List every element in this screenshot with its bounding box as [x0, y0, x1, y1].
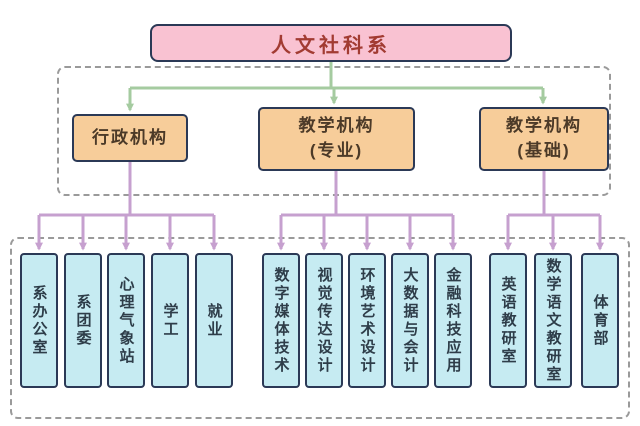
leaf-node: 学工 [151, 253, 189, 388]
leaf-label: 大数据与会计 [401, 266, 419, 375]
leaf-node: 英语教研室 [489, 253, 527, 388]
leaf-label: 系团委 [74, 293, 92, 348]
branch-label-line: 教学机构 [298, 116, 375, 136]
leaf-node: 体育部 [581, 253, 619, 388]
branch-label-line: 教学机构 [506, 116, 582, 136]
leaf-node: 系团委 [64, 253, 102, 388]
branch-node-teaching-basic: 教学机构 (基础) [479, 107, 609, 171]
leaf-node: 数学语文教研室 [534, 253, 572, 388]
branch-node-teaching-major: 教学机构 (专业) [258, 107, 415, 171]
leaf-label: 心理气象站 [117, 275, 135, 366]
root-label: 人文社科系 [271, 34, 391, 57]
leaf-label: 数学语文教研室 [544, 257, 562, 384]
leaf-label: 环境艺术设计 [358, 266, 376, 375]
leaf-node: 金融科技应用 [434, 253, 472, 388]
leaf-label: 数字媒体技术 [272, 266, 290, 375]
branch-label-line: 行政机构 [92, 127, 168, 147]
branch-label-line: (专业) [309, 141, 364, 160]
leaf-label: 系办公室 [30, 284, 48, 357]
leaf-node: 心理气象站 [107, 253, 145, 388]
leaf-label: 体育部 [591, 293, 609, 348]
root-node: 人文社科系 [150, 24, 512, 62]
leaf-label: 金融科技应用 [444, 266, 462, 375]
leaf-label: 就业 [205, 302, 223, 339]
leaf-label: 英语教研室 [499, 275, 517, 366]
branch-node-admin: 行政机构 [72, 114, 188, 162]
leaf-node: 环境艺术设计 [348, 253, 386, 388]
leaf-node: 系办公室 [20, 253, 58, 388]
leaf-label: 学工 [161, 302, 179, 339]
leaf-node: 大数据与会计 [391, 253, 429, 388]
leaf-node: 数字媒体技术 [262, 253, 300, 388]
leaf-node: 视觉传达设计 [305, 253, 343, 388]
branch-label-line: (基础) [517, 141, 571, 160]
leaf-node: 就业 [195, 253, 233, 388]
leaf-label: 视觉传达设计 [315, 266, 333, 375]
